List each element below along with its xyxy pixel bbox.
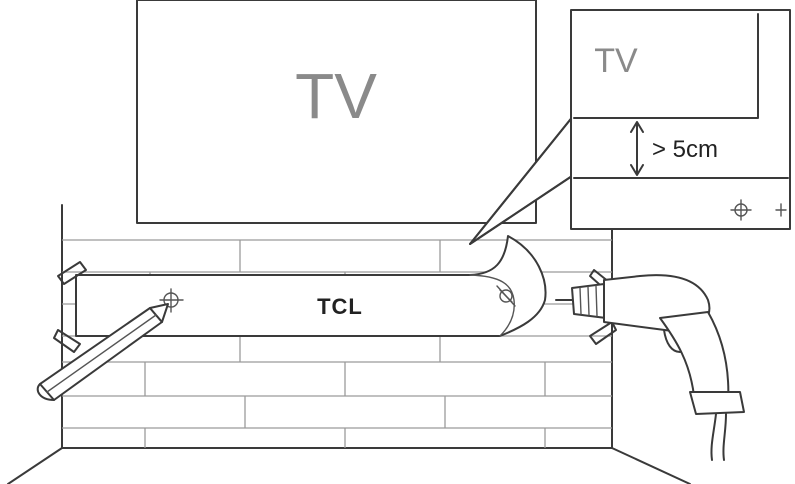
inset-detail: TV > 5cm xyxy=(570,9,791,230)
crosshair-mark-icon xyxy=(159,288,184,313)
inset-tv-label: TV xyxy=(594,42,638,80)
clearance-label: > 5cm xyxy=(652,136,718,163)
mounting-template: TCL xyxy=(53,235,617,353)
crosshair-mark-icon xyxy=(496,285,516,307)
tv-label: TV xyxy=(295,60,377,132)
clearance-dimension-arrow xyxy=(630,121,644,176)
room-outline xyxy=(7,204,691,484)
pencil-icon xyxy=(36,303,169,401)
template-brand-label: TCL xyxy=(317,294,363,319)
crosshair-mark-icon xyxy=(730,199,787,221)
drill-icon xyxy=(555,274,745,461)
tv-screen: TV xyxy=(136,0,537,224)
